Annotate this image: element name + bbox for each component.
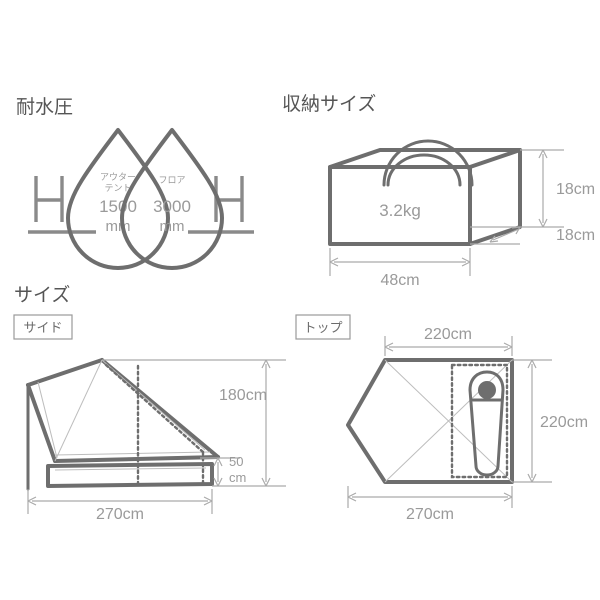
- carry-bag-weight: 3.2kg: [379, 201, 421, 220]
- side-view-label-text: サイド: [23, 321, 62, 336]
- carry-bag-box: 3.2kg: [328, 148, 522, 246]
- size-heading: サイズ: [14, 284, 70, 306]
- side-view-label: サイド: [13, 314, 73, 340]
- water-level-symbol-left: [28, 176, 96, 234]
- sleeping-bag-icon: [468, 370, 505, 477]
- top-width-label: 270cm: [406, 506, 454, 523]
- top-inner-width-label: 220cm: [424, 326, 472, 343]
- side-eave-label-line2: cm: [229, 470, 246, 485]
- droplet-floor: フロア 3000 mm: [120, 128, 224, 270]
- side-view-drawing: [26, 358, 220, 491]
- packed-size-dimensions: 18cm 18cm 48cm: [329, 149, 595, 289]
- side-view-dimensions: 180cm 50 cm 270cm: [27, 359, 286, 523]
- droplet-floor-caption-line1: フロア: [158, 176, 185, 186]
- carry-bag-handles: [382, 139, 474, 187]
- top-view-label: トップ: [295, 314, 351, 340]
- droplet-floor-value: 3000: [153, 197, 191, 216]
- droplet-outer-caption-line2: テント: [104, 183, 131, 194]
- side-width-label: 270cm: [96, 506, 144, 523]
- packed-depth-label: 18cm: [556, 227, 595, 244]
- droplet-outer-unit: mm: [106, 218, 131, 235]
- packed-height-label: 18cm: [556, 181, 595, 198]
- water-resistance-heading: 耐水圧: [16, 96, 73, 118]
- side-eave-label-line1: 50: [229, 454, 243, 469]
- packed-width-label: 48cm: [380, 272, 419, 289]
- droplet-outer-value: 1500: [99, 197, 137, 216]
- top-inner-depth-label: 220cm: [540, 414, 588, 431]
- top-view-drawing: [346, 358, 514, 484]
- droplet-outer-caption-line1: アウター: [100, 172, 136, 183]
- side-height-label: 180cm: [219, 387, 267, 404]
- droplet-floor-unit: mm: [160, 218, 185, 235]
- top-view-dimensions: 220cm 220cm 270cm: [347, 326, 588, 523]
- top-view-label-text: トップ: [303, 321, 342, 336]
- packed-size-heading: 収納サイズ: [282, 93, 376, 115]
